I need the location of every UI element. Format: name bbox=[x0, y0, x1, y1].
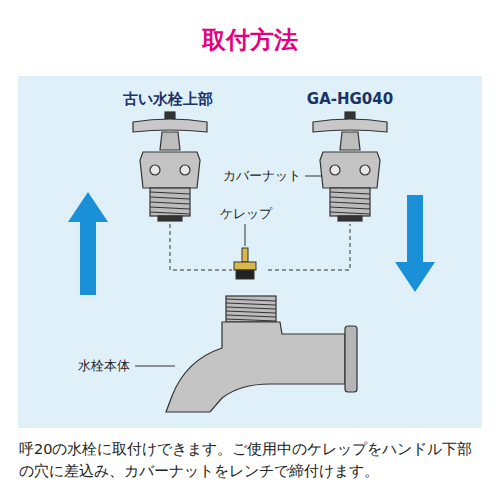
thread-stroke bbox=[150, 212, 190, 214]
part-label: カバーナット bbox=[221, 167, 303, 185]
new-valve-top bbox=[313, 112, 387, 221]
thread-stroke bbox=[330, 197, 370, 199]
thread-stroke bbox=[150, 207, 190, 209]
keleppu-part bbox=[234, 248, 256, 279]
thread-stroke bbox=[330, 202, 370, 204]
thread-stroke bbox=[226, 307, 276, 309]
diagram-title: 取付方法 bbox=[202, 24, 298, 56]
thread-stroke bbox=[150, 192, 190, 194]
screw-threads bbox=[150, 192, 370, 321]
thread-stroke bbox=[226, 315, 276, 317]
thread-stroke bbox=[330, 207, 370, 209]
thread-stroke bbox=[150, 197, 190, 199]
down-arrow bbox=[395, 195, 435, 292]
old-valve-top bbox=[133, 112, 207, 221]
background-panel bbox=[18, 76, 482, 428]
leader-line bbox=[135, 366, 175, 367]
part-heading: 古い水栓上部 bbox=[123, 90, 213, 109]
part-label: ケレップ bbox=[218, 205, 274, 223]
thread-stroke bbox=[226, 319, 276, 321]
leader-line bbox=[305, 176, 322, 177]
thread-stroke bbox=[226, 299, 276, 301]
part-heading: GA-HG040 bbox=[307, 90, 393, 108]
leader-line bbox=[245, 224, 246, 246]
caption-text: 呼20の水栓に取付けできます。ご使用中のケレップをハンドル下部の穴に差込み、カバ… bbox=[19, 438, 481, 483]
guide-line bbox=[170, 224, 350, 270]
thread-stroke bbox=[330, 192, 370, 194]
thread-stroke bbox=[330, 212, 370, 214]
part-label: 水栓本体 bbox=[76, 357, 132, 375]
faucet-body bbox=[166, 296, 357, 412]
thread-stroke bbox=[226, 311, 276, 313]
thread-stroke bbox=[150, 202, 190, 204]
up-arrow bbox=[68, 192, 108, 295]
thread-stroke bbox=[226, 303, 276, 305]
